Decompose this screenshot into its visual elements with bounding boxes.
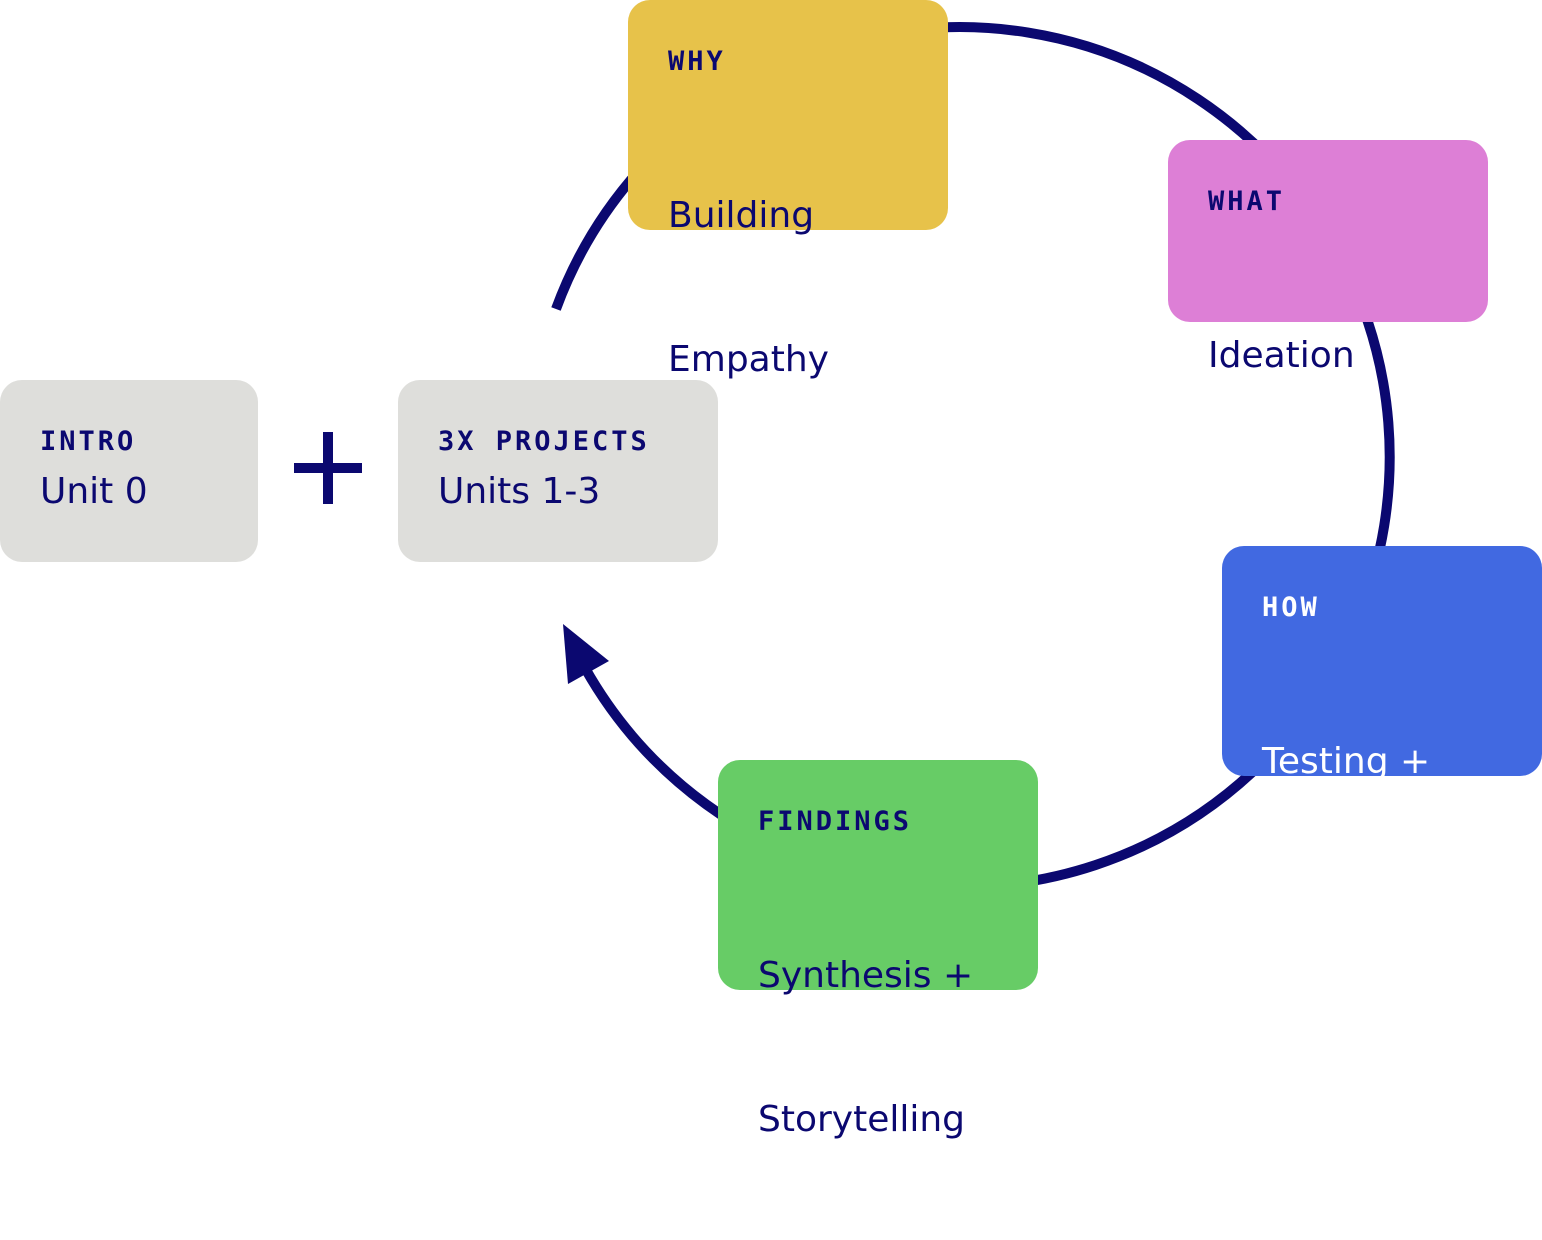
- stage-why-title-line: Building: [668, 195, 815, 236]
- stage-findings-kicker: FINDINGS: [758, 806, 913, 837]
- stage-how-title: Testing + Iteration: [1262, 642, 1430, 1026]
- stage-why-title-line: Empathy: [668, 339, 829, 380]
- arrowhead-icon: [563, 624, 609, 684]
- intro-kicker: INTRO: [40, 426, 137, 457]
- stage-why-title: Building Empathy: [668, 96, 829, 480]
- stage-what-title: Ideation: [1208, 236, 1355, 476]
- stage-what: WHAT Ideation: [1168, 140, 1488, 376]
- stage-what-title-line: Ideation: [1208, 335, 1355, 376]
- stage-what-kicker: WHAT: [1208, 186, 1286, 217]
- stage-why-kicker: WHY: [668, 46, 726, 77]
- stage-how-title-line: Iteration: [1262, 885, 1415, 926]
- stage-findings-title-line: Storytelling: [758, 1099, 966, 1140]
- plus-icon: [294, 432, 362, 504]
- stage-how-title-line: Testing +: [1262, 741, 1431, 782]
- stage-findings-title: Synthesis + Storytelling: [758, 856, 973, 1240]
- stage-why: WHY Building Empathy: [628, 0, 948, 380]
- stage-how: HOW Testing + Iteration: [1222, 546, 1542, 926]
- stage-findings-title-line: Synthesis +: [758, 955, 974, 996]
- projects-title: Units 1-3: [438, 471, 601, 512]
- intro-title: Unit 0: [40, 471, 148, 512]
- projects-kicker: 3X PROJECTS: [438, 426, 650, 457]
- projects-card: 3X PROJECTS Units 1-3: [398, 380, 718, 562]
- stage-how-kicker: HOW: [1262, 592, 1320, 623]
- stage-findings: FINDINGS Synthesis + Storytelling: [718, 760, 1038, 1140]
- intro-card: INTRO Unit 0: [0, 380, 258, 562]
